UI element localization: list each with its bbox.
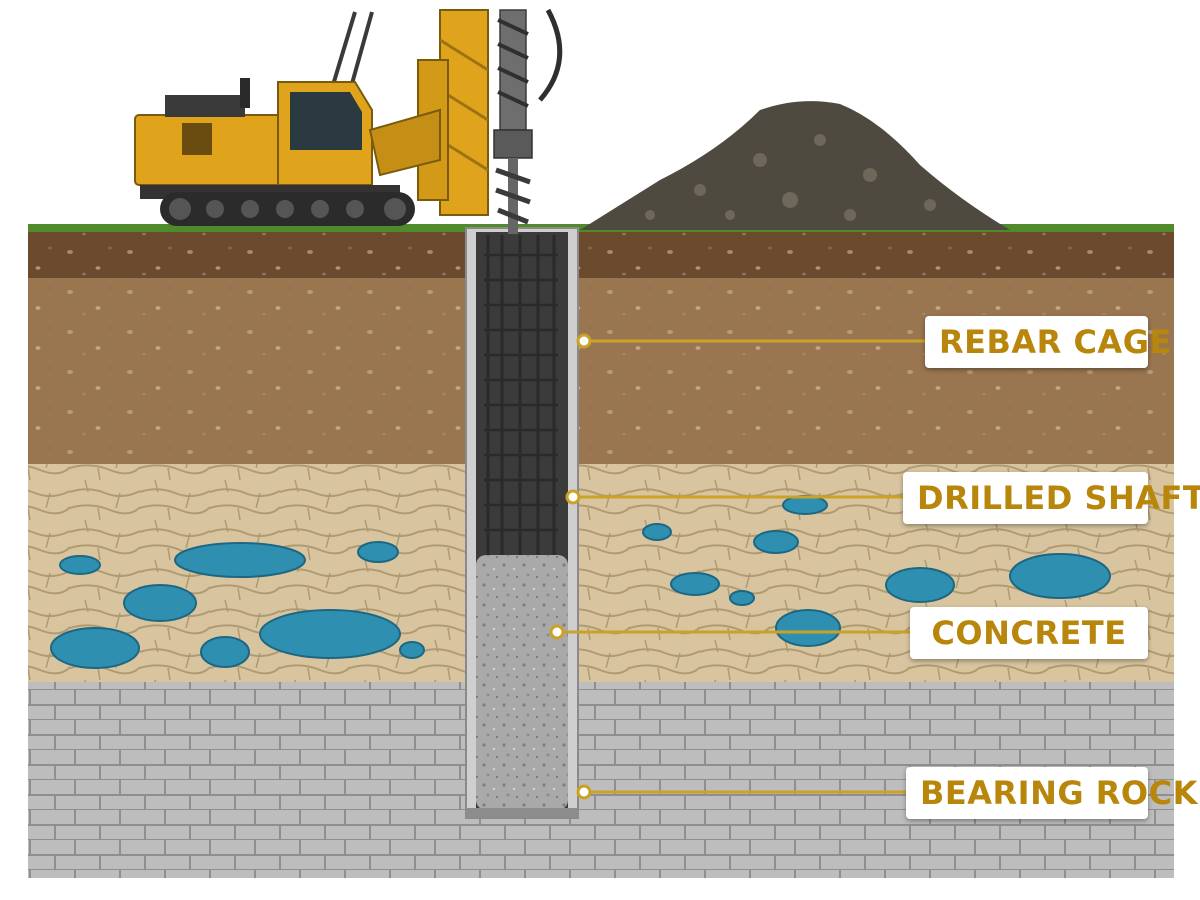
concrete-pointer (549, 624, 565, 640)
spoil-pile-icon (580, 101, 1010, 230)
concrete-label: CONCRETE (910, 607, 1148, 659)
auger-icon (493, 9, 533, 234)
water-cavities (50, 495, 1111, 669)
bearing-rock-pointer (576, 784, 592, 800)
leader-lines (549, 333, 925, 800)
rebar-cage-pointer (576, 333, 592, 349)
drilled-shaft (465, 227, 579, 819)
concrete-fill (476, 555, 568, 810)
drilled-shaft-label: DRILLED SHAFT (903, 472, 1200, 524)
drilling-rig-icon (134, 8, 563, 226)
bearing-rock-label: BEARING ROCK (906, 767, 1197, 819)
drilled-shaft-pointer (565, 489, 581, 505)
rebar-cage (484, 235, 558, 555)
rebar-cage-label: REBAR CAGE (925, 316, 1171, 368)
